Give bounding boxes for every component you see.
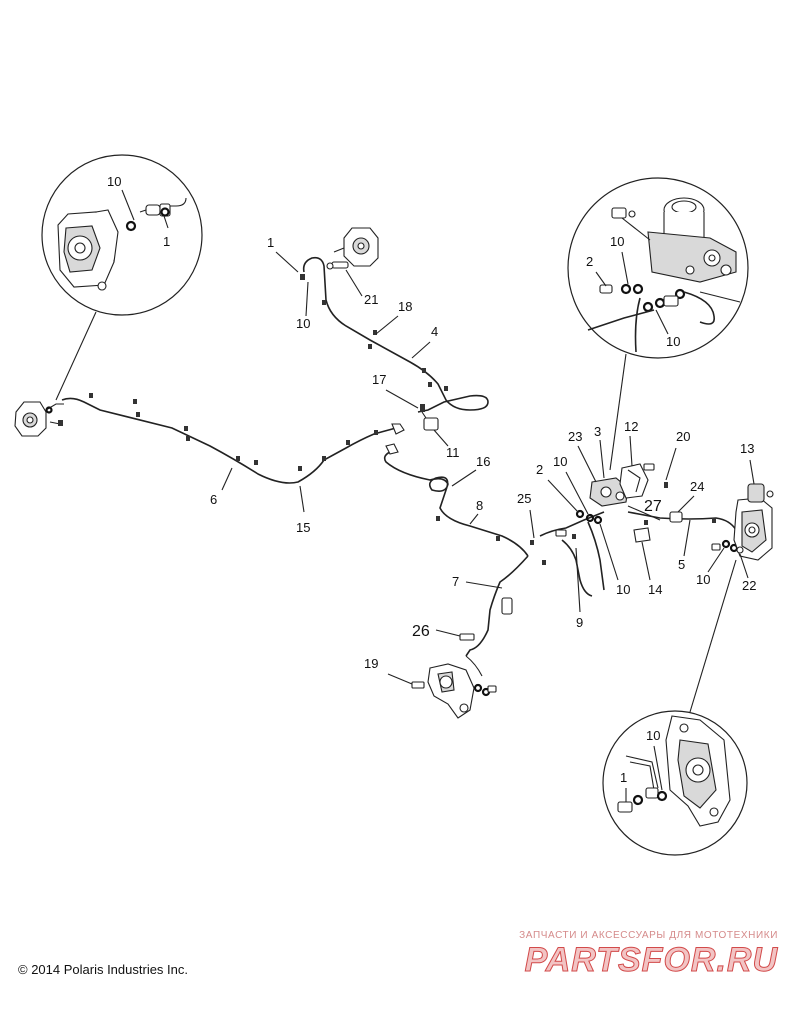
leader-20 xyxy=(665,447,677,481)
callout-10-bottom: 10 xyxy=(616,582,630,597)
leader-10-master-top xyxy=(621,251,629,285)
leader-18 xyxy=(375,315,399,335)
leader-1-mid xyxy=(275,251,299,273)
callout-16: 16 xyxy=(476,454,490,469)
callout-14: 14 xyxy=(648,582,662,597)
callout-10-rear-detail: 10 xyxy=(646,728,660,743)
leader-21 xyxy=(345,269,363,297)
callout-10-center: 10 xyxy=(553,454,567,469)
callout-26: 26 xyxy=(412,623,430,640)
callout-25: 25 xyxy=(517,491,531,506)
brake-line-8 xyxy=(383,443,529,557)
leader-19 xyxy=(387,673,413,685)
callout-15: 15 xyxy=(296,520,310,535)
callout-3: 3 xyxy=(594,424,601,439)
leader-22 xyxy=(739,553,749,579)
callout-8: 8 xyxy=(476,498,483,513)
callout-23: 23 xyxy=(568,429,582,444)
callout-13: 13 xyxy=(740,441,754,456)
callout-1-rear-detail: 1 xyxy=(620,770,627,785)
callout-4: 4 xyxy=(431,324,438,339)
leader-9 xyxy=(575,547,581,613)
leader-3 xyxy=(599,439,605,479)
callout-6: 6 xyxy=(210,492,217,507)
callout-2-master: 2 xyxy=(586,254,593,269)
leader-2 xyxy=(547,479,579,513)
right-rear-caliper xyxy=(733,483,774,561)
callout-10-master-bottom: 10 xyxy=(666,334,680,349)
watermark-tagline: ЗАПЧАСТИ И АКСЕССУАРЫ ДЛЯ МОТОТЕХНИКИ xyxy=(519,930,778,941)
copyright-notice: © 2014 Polaris Industries Inc. xyxy=(18,962,188,977)
callout-22: 22 xyxy=(742,578,756,593)
watermark-logo: ЗАПЧАСТИ И АКСЕССУАРЫ ДЛЯ МОТОТЕХНИКИ PA… xyxy=(478,930,778,980)
leader-8 xyxy=(469,513,479,525)
callout-10-mid: 10 xyxy=(296,316,310,331)
leader-5 xyxy=(683,519,691,557)
leader-26 xyxy=(435,629,461,637)
leader-23 xyxy=(577,445,597,483)
callout-1-mid: 1 xyxy=(267,235,274,250)
callout-9: 9 xyxy=(576,615,583,630)
leader-10-right xyxy=(707,547,725,573)
callout-19: 19 xyxy=(364,656,378,671)
detail-circle-rear-caliper xyxy=(602,710,748,856)
left-front-caliper xyxy=(14,401,64,437)
leader-10-master-bottom xyxy=(655,309,669,335)
callout-21: 21 xyxy=(364,292,378,307)
callout-7: 7 xyxy=(452,574,459,589)
detail-circle-master-cylinder xyxy=(567,177,749,359)
callout-10-master-top: 10 xyxy=(610,234,624,249)
callout-12: 12 xyxy=(624,419,638,434)
leader-14 xyxy=(641,541,651,581)
detail-leader-master xyxy=(609,353,627,471)
leader-13 xyxy=(749,459,755,485)
callout-1-front-left: 1 xyxy=(163,234,170,249)
callout-24: 24 xyxy=(690,479,704,494)
leader-7 xyxy=(465,581,503,589)
leader-11 xyxy=(433,429,449,447)
brake-line-6 xyxy=(61,393,405,484)
callout-27: 27 xyxy=(644,498,662,515)
callout-11: 11 xyxy=(446,445,460,460)
front-right-caliper-top xyxy=(326,227,379,270)
leader-12 xyxy=(629,435,633,467)
leader-4 xyxy=(411,341,431,359)
brake-line-4 xyxy=(300,256,489,413)
leader-24 xyxy=(677,495,695,513)
callout-10-front-left: 10 xyxy=(107,174,121,189)
leader-10-center xyxy=(565,471,589,515)
leader-6 xyxy=(221,467,233,491)
detail-leader-left xyxy=(55,311,97,401)
brake-line-7-9 xyxy=(459,509,605,657)
callout-17: 17 xyxy=(372,372,386,387)
leader-10-bottom xyxy=(599,523,619,581)
detail-leader-rear xyxy=(689,559,737,713)
tee-fitting-11 xyxy=(420,404,439,431)
leader-10-mid xyxy=(305,281,309,317)
callout-18: 18 xyxy=(398,299,412,314)
callout-5: 5 xyxy=(678,557,685,572)
leader-17 xyxy=(385,389,419,409)
watermark-brand: PARTSFOR.RU xyxy=(524,941,778,980)
callout-10-right: 10 xyxy=(696,572,710,587)
callout-2: 2 xyxy=(536,462,543,477)
detail-circle-front-left-caliper xyxy=(41,154,203,316)
leader-16 xyxy=(451,469,477,487)
left-rear-caliper xyxy=(411,655,497,719)
leader-25 xyxy=(529,509,535,539)
leader-2-master xyxy=(595,271,607,287)
master-cylinder-assembly xyxy=(589,463,668,521)
callout-20: 20 xyxy=(676,429,690,444)
leader-10-rear-detail xyxy=(653,745,663,791)
brake-line-5 xyxy=(627,511,741,553)
leader-15 xyxy=(299,485,305,513)
